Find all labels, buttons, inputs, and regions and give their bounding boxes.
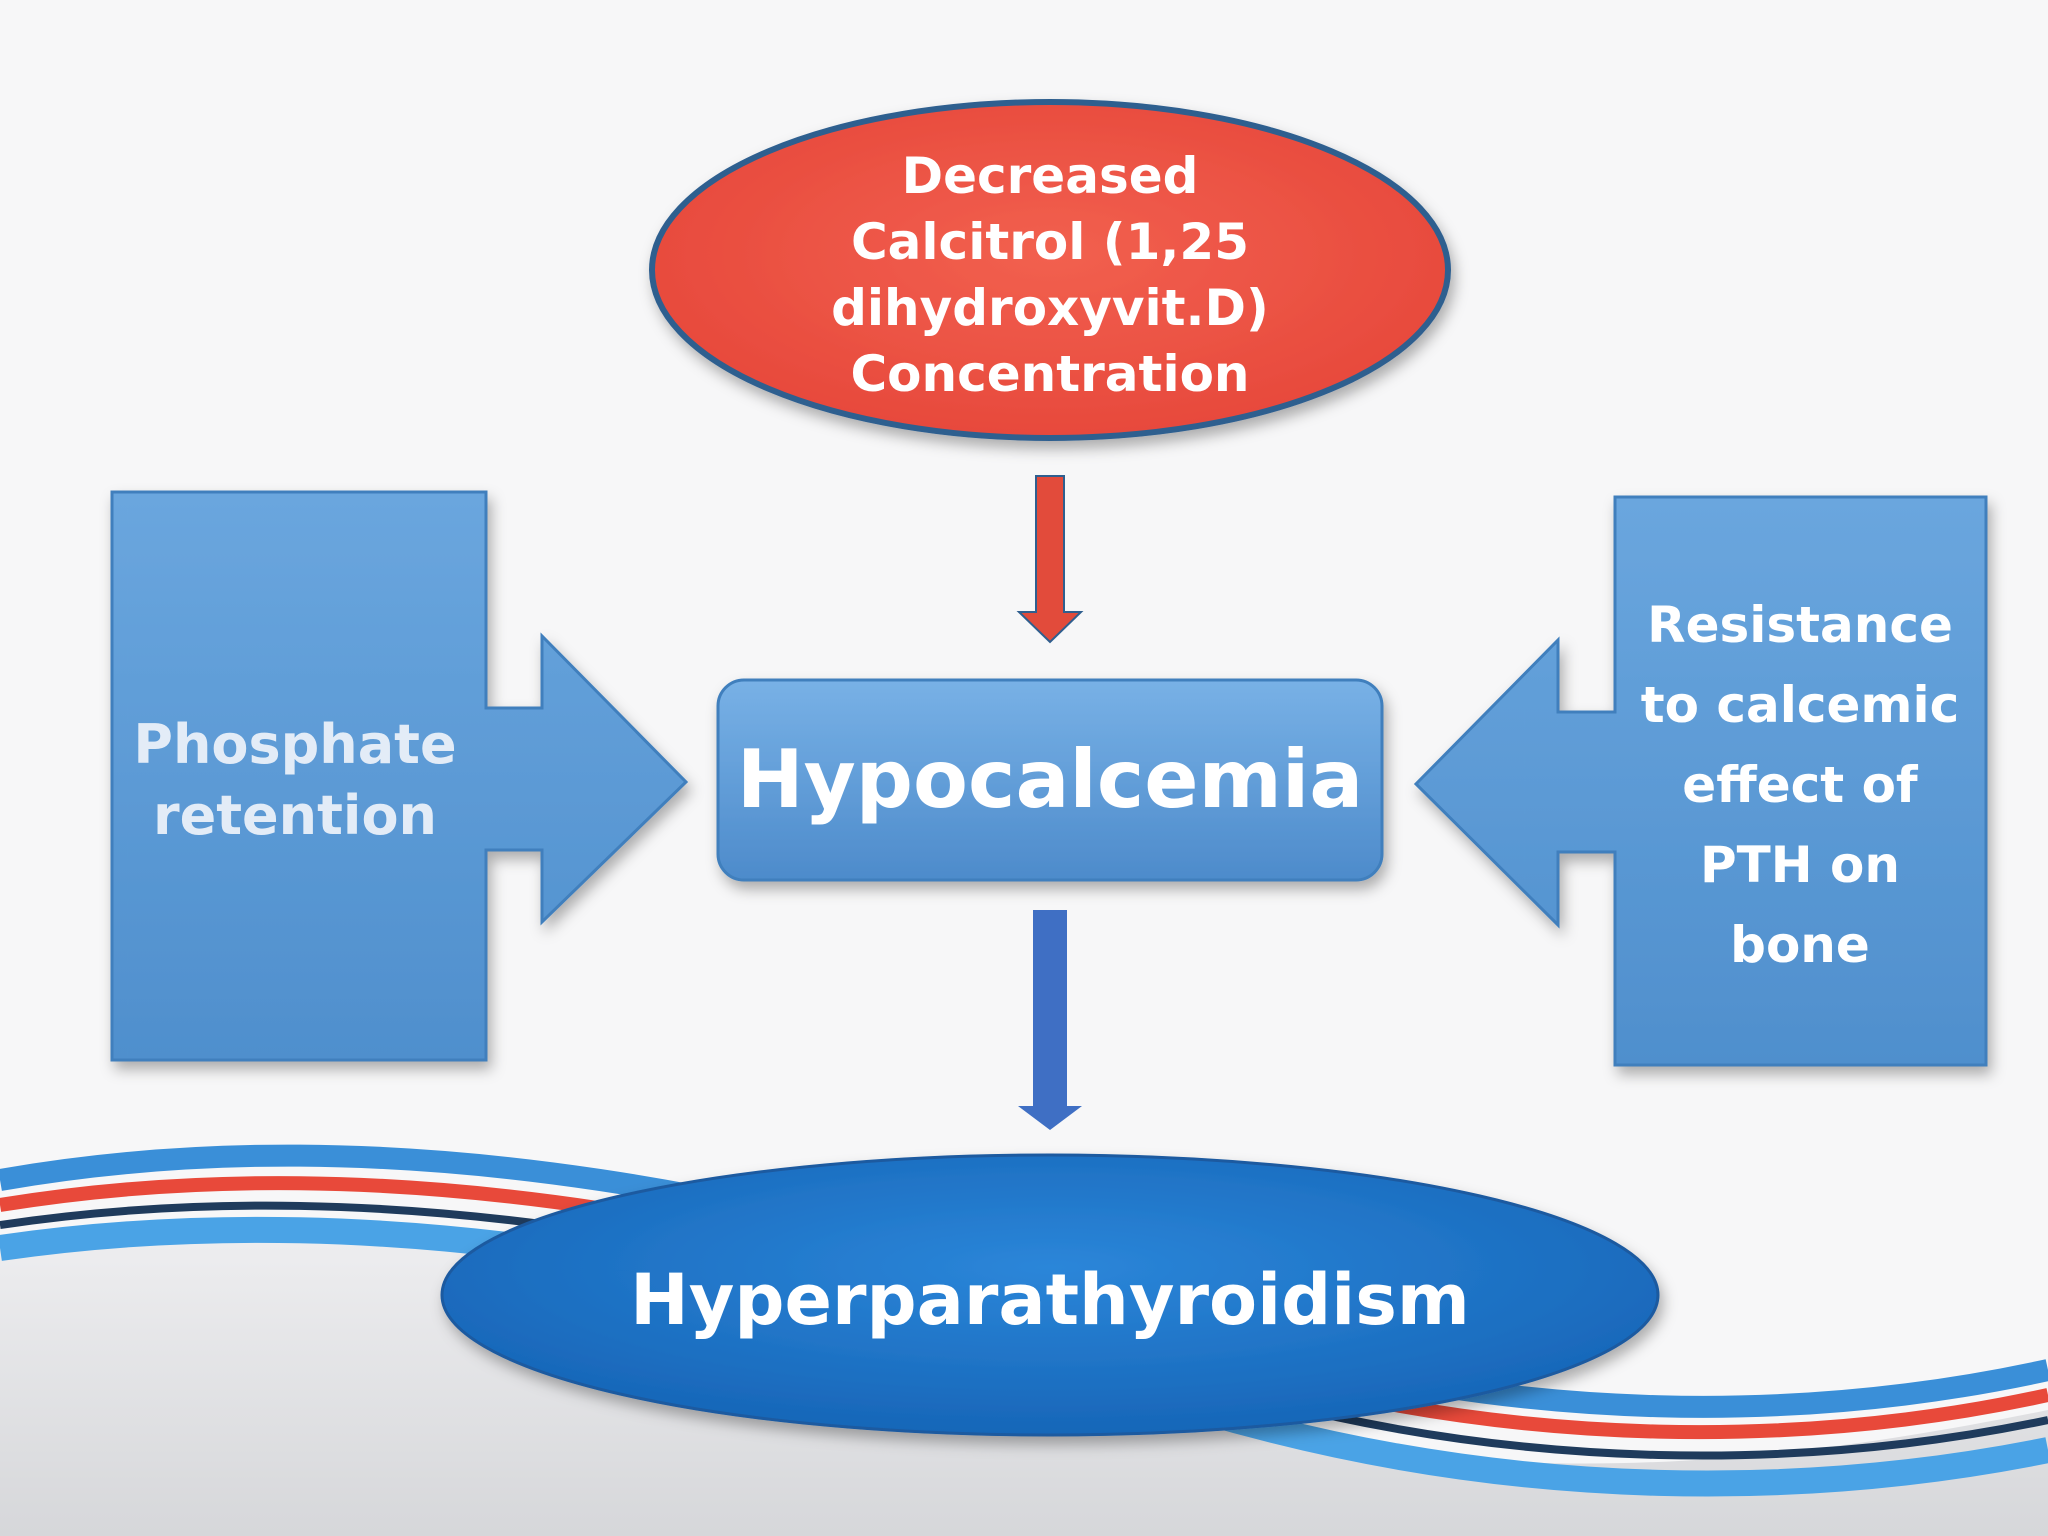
red-down-arrow: [1016, 475, 1084, 644]
blue-down-arrow: [1018, 910, 1082, 1130]
top-node-label: Decreased Calcitrol (1,25 dihydroxyvit.D…: [831, 147, 1269, 403]
bottom-node-label: Hyperparathyroidism: [630, 1258, 1470, 1341]
right-box-shape: [1413, 495, 1988, 1067]
center-box-group: [716, 678, 1384, 882]
right-arrow-box: [1413, 495, 1988, 1067]
center-node-label: Hypocalcemia: [736, 733, 1364, 827]
top-ellipse-group: [649, 99, 1451, 441]
center-box: [716, 678, 1384, 882]
left-box-shape: [110, 490, 689, 1062]
right-node-label: Resistance to calcemic effect of PTH on …: [1640, 596, 1960, 974]
left-node-label: Phosphate retention: [133, 712, 457, 847]
left-arrow-box: [110, 490, 689, 1062]
bottom-ellipse-group: [440, 1153, 1660, 1437]
bottom-ellipse: [440, 1153, 1660, 1437]
top-ellipse: [649, 99, 1451, 441]
